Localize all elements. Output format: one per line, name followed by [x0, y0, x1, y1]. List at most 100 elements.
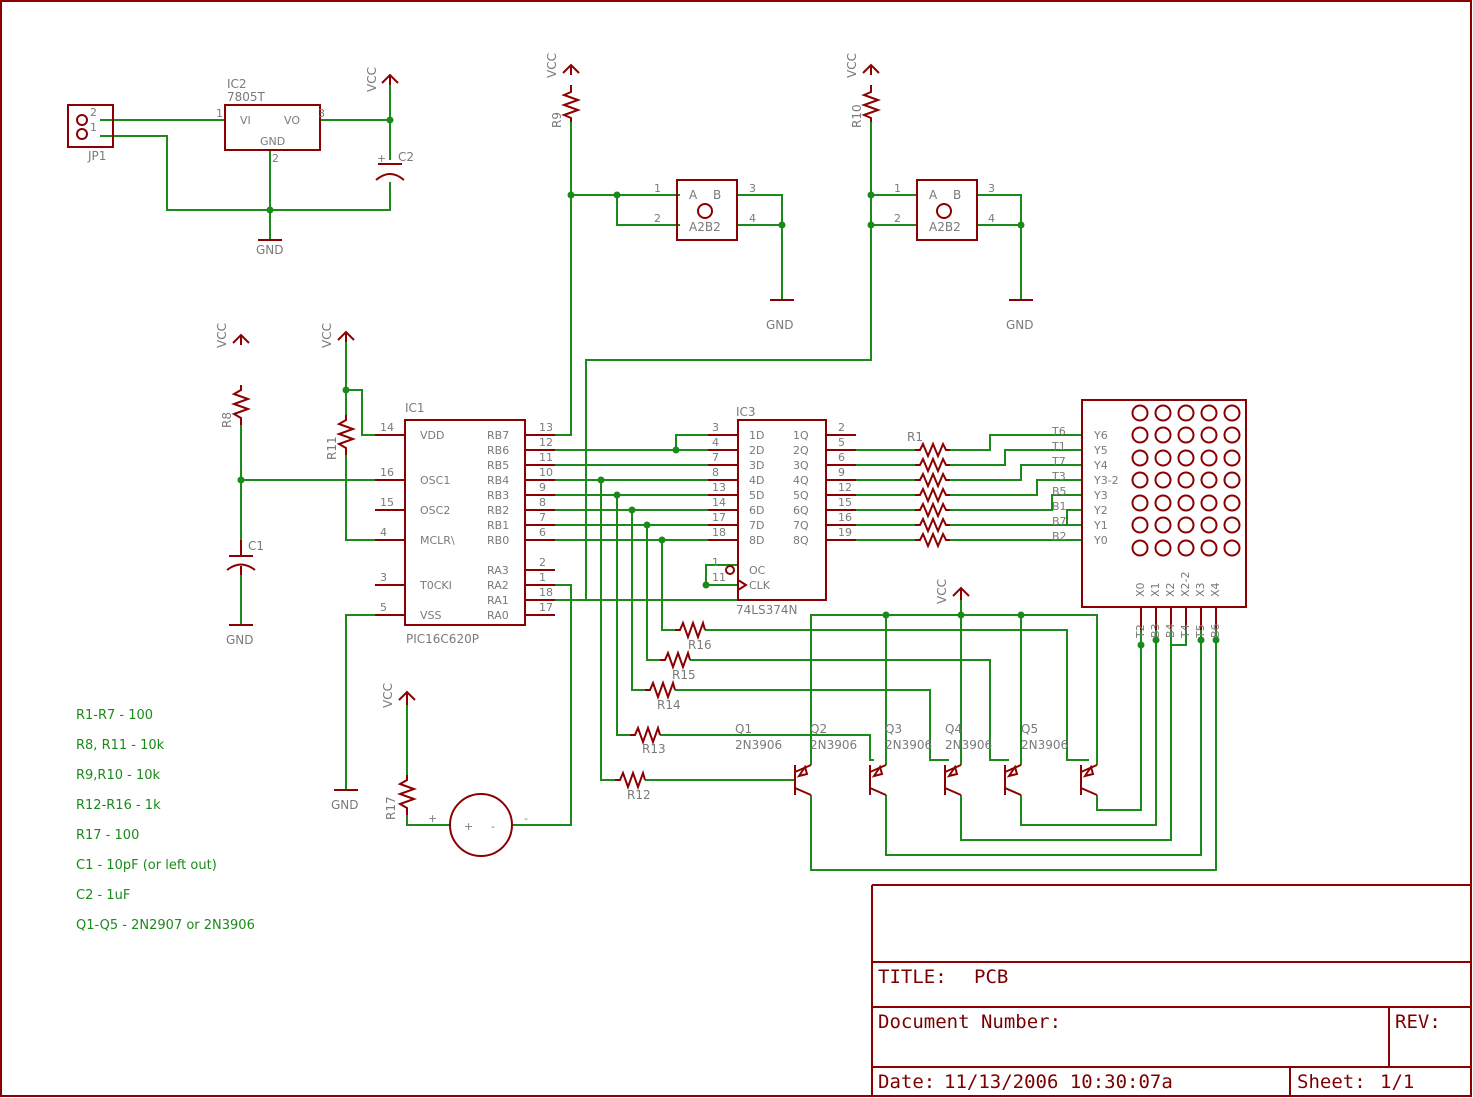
encoder-2-label: A2B2	[929, 220, 961, 234]
ic1-pin-label: OSC1	[420, 474, 450, 487]
ic3-pin-number: 2	[838, 421, 845, 434]
ic1-pin-label: RB0	[487, 534, 509, 547]
r8-label: R8	[220, 412, 234, 428]
gnd-symbols: GND GND GND GND GND	[226, 239, 1034, 812]
led-dot	[1131, 494, 1149, 512]
ic1-pin-label: RA2	[487, 579, 509, 592]
matrix-row-net: B7	[1052, 515, 1067, 528]
r9-label: R9	[550, 112, 564, 128]
ic1-pin-number: 9	[539, 481, 546, 494]
ic1-pin-label: RB2	[487, 504, 509, 517]
transistor-q1: Q1 2N3906	[735, 722, 812, 796]
r1-label: R1	[907, 430, 923, 444]
r17-label: R17	[384, 796, 398, 820]
encoder-2-a: A	[929, 188, 938, 202]
ic3-pin-label: 5D	[749, 489, 764, 502]
vertical-resistors: R9 R10 R8 R11 R17	[220, 85, 881, 820]
motor-inner-minus: -	[491, 820, 495, 833]
ic3-pin-number: 7	[712, 451, 719, 464]
matrix-row-label: Y0	[1093, 534, 1108, 547]
r12-label: R12	[627, 788, 651, 802]
matrix-row-label: Y2	[1093, 504, 1108, 517]
motor-minus: -	[524, 812, 528, 825]
r1-resistor	[915, 471, 950, 489]
encoder-2-pin: 2	[894, 212, 901, 225]
ic1-pin-label: RB5	[487, 459, 509, 472]
led-dot	[1223, 471, 1241, 489]
led-dot	[1223, 426, 1241, 444]
ic1-pin-number: 4	[380, 526, 387, 539]
ic3-pin-label: 1Q	[793, 429, 809, 442]
jp1-pin-1: 1	[90, 121, 97, 134]
matrix-col-label: X3	[1194, 582, 1207, 597]
ic1-pin-number: 2	[539, 556, 546, 569]
matrix-col-net: T5	[1194, 624, 1207, 639]
ic3-pin-number: 16	[838, 511, 852, 524]
ic1-value: PIC16C620P	[406, 632, 479, 646]
matrix-row-label: Y3-2	[1093, 474, 1119, 487]
led-dot	[1131, 539, 1149, 557]
ic3-pin-number: 19	[838, 526, 852, 539]
encoder-1-a: A	[689, 188, 698, 202]
ic3-pin-label: 7D	[749, 519, 764, 532]
matrix-row-label: Y1	[1093, 519, 1108, 532]
ic1-pin-label: OSC2	[420, 504, 450, 517]
transistor-name: Q1	[735, 722, 752, 736]
r14-label: R14	[657, 698, 681, 712]
note-line: R17 - 100	[76, 828, 139, 843]
matrix-row-label: Y3	[1093, 489, 1108, 502]
led-dot	[1177, 449, 1195, 467]
matrix-row-net: T7	[1051, 455, 1066, 468]
ic3-pin-number: 11	[712, 571, 726, 584]
c2-plus: +	[377, 152, 386, 165]
ic1-pin-label: VSS	[420, 609, 442, 622]
ic3-pin-label: 4D	[749, 474, 764, 487]
led-dot	[1223, 449, 1241, 467]
matrix-row-net: B5	[1052, 485, 1067, 498]
r1-array: R1	[907, 430, 950, 549]
led-dot	[1223, 404, 1241, 422]
led-dot	[1223, 539, 1241, 557]
ic1-pin-label: RB7	[487, 429, 509, 442]
led-dot	[1131, 404, 1149, 422]
led-dot	[1200, 539, 1218, 557]
junction-dots	[237, 116, 1220, 649]
ic2-gnd: GND	[260, 135, 285, 148]
led-dot	[1131, 426, 1149, 444]
ic3-pin-number: 4	[712, 436, 719, 449]
led-dot	[1200, 449, 1218, 467]
note-line: R1-R7 - 100	[76, 708, 153, 723]
ic1-pic: IC1 PIC16C620P 14VDD16OSC115OSC24MCLR\3T…	[375, 401, 555, 646]
title-block: TITLE: PCB Document Number: REV: Date: 1…	[871, 884, 1471, 1096]
vcc-label: VCC	[935, 579, 949, 604]
ic1-pin-number: 14	[380, 421, 394, 434]
doc-number-label: Document Number:	[878, 1011, 1061, 1033]
ic1-name: IC1	[405, 401, 425, 415]
ic1-pin-number: 8	[539, 496, 546, 509]
r1-resistor	[915, 486, 950, 504]
matrix-col-label: X1	[1149, 582, 1162, 597]
c2-label: C2	[398, 150, 414, 164]
encoder-2-pin: 3	[988, 182, 995, 195]
transistor-value: 2N3906	[735, 738, 782, 752]
ic1-pin-number: 15	[380, 496, 394, 509]
led-dot	[1177, 426, 1195, 444]
ic3-pin-number: 14	[712, 496, 726, 509]
led-dot	[1200, 471, 1218, 489]
title-label: TITLE:	[878, 966, 947, 988]
ic1-pin-number: 16	[380, 466, 394, 479]
ic3-latch: IC3 74LS374N 31D42D73D84D135D146D177D188…	[708, 405, 856, 617]
ic3-pin-number: 18	[712, 526, 726, 539]
led-dot	[1154, 471, 1172, 489]
ic1-right-pins: 13RB712RB611RB510RB49RB38RB27RB16RB02RA3…	[487, 421, 555, 622]
ic1-pin-label: RA3	[487, 564, 509, 577]
base-resistors: R16 R15 R14 R13 R12	[615, 619, 712, 802]
matrix-col-net: T2	[1134, 624, 1147, 639]
